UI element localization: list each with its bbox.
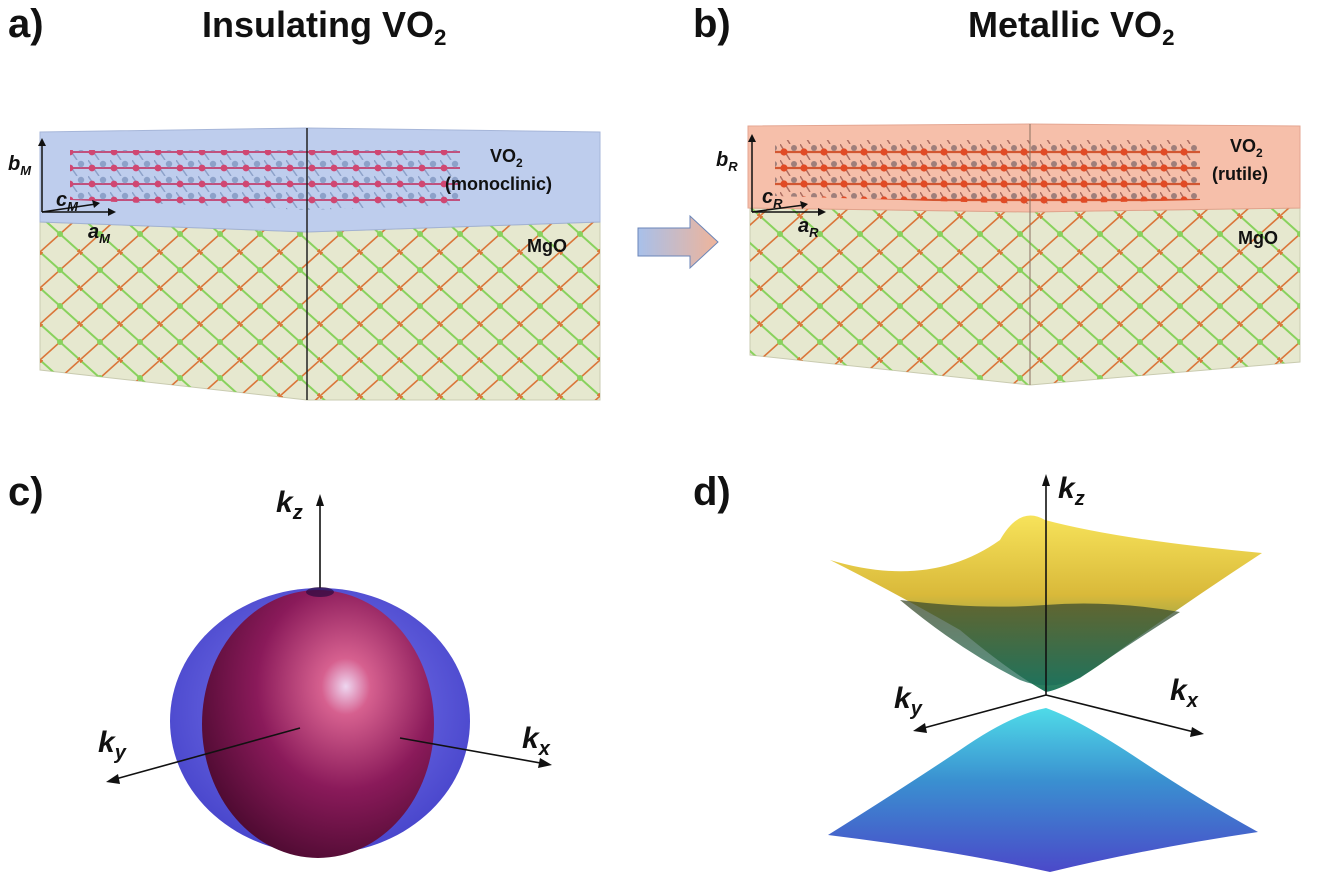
panel-b-c-label: cR (762, 186, 783, 211)
panel-c-letter: c) (8, 470, 44, 514)
panel-b-title-subscript: 2 (1162, 25, 1175, 51)
panel-b-mgo-lattice (750, 208, 1300, 385)
panel-c-sphere-top-dimple (306, 587, 334, 597)
panel-b-b-axis-head (748, 134, 756, 142)
panel-a-crystal: bM cM aM VO2 (monoclinic) MgO (8, 127, 601, 401)
panel-b-letter: b) (693, 2, 731, 46)
panel-a-title-text: Insulating VO (202, 4, 435, 45)
panel-c-fermi-surface: kz kx ky (98, 486, 552, 858)
panel-b-crystal: bR cR aR VO2 (rutile) MgO (716, 123, 1301, 386)
panel-b-phase-label: (rutile) (1212, 164, 1268, 184)
panel-d-upper-cone-shadow (900, 600, 1180, 686)
panel-c-inner-sphere (202, 590, 434, 858)
panel-b-c-axis-head (800, 201, 808, 209)
panel-d-kx-axis-head (1190, 727, 1204, 737)
panel-a-c-axis-head (92, 200, 100, 208)
panel-a-c-label: cM (56, 189, 79, 214)
panel-b-a-label: aR (798, 215, 819, 240)
panel-d-ky-axis-head (913, 723, 927, 733)
panel-d-kx-label: kx (1170, 674, 1199, 712)
panel-c-kz-label: kz (276, 486, 303, 524)
panel-d-ky-axis (919, 694, 1047, 730)
panel-c-kz-axis-head (316, 494, 324, 506)
panel-b-b-label: bR (716, 149, 738, 174)
panel-b-substrate-label: MgO (1238, 228, 1278, 248)
panel-a-substrate-label: MgO (527, 236, 567, 256)
panel-a-c-axis (41, 203, 97, 213)
panel-a-b-label: bM (8, 153, 32, 178)
panel-c-kx-axis (399, 737, 547, 765)
panel-d-ky-label: ky (894, 682, 923, 720)
panel-d-letter: d) (693, 470, 731, 514)
panel-d-kz-label: kz (1058, 472, 1085, 510)
panel-a-phase-label: (monoclinic) (445, 174, 552, 194)
panel-a-a-label: aM (88, 221, 111, 246)
panel-d-dirac-cones: kz kx ky (828, 472, 1262, 872)
panel-d-lower-cone (828, 708, 1258, 872)
panel-b-a-axis-head (818, 208, 826, 216)
panel-c-kx-axis-head (538, 758, 552, 768)
panel-a-title: Insulating VO2 (202, 4, 446, 51)
panel-c-ky-axis-head (106, 774, 120, 784)
panel-b-title: Metallic VO2 (968, 4, 1174, 51)
panel-c-kx-label: kx (522, 722, 551, 760)
panel-a-title-subscript: 2 (434, 25, 447, 51)
panel-a-a-axis-head (108, 208, 116, 216)
panel-b-vo2-atoms (775, 140, 1200, 204)
panel-c-ky-axis (111, 727, 301, 781)
panel-a-b-axis-head (38, 138, 46, 146)
transition-arrow (637, 214, 719, 270)
panel-a-vo2-atoms (70, 150, 460, 210)
panel-d-kz-axis-head (1042, 474, 1050, 486)
panel-d-kx-axis (1045, 694, 1199, 734)
panel-a-layer-label: VO2 (490, 146, 523, 170)
panel-a-mgo-lattice (40, 222, 600, 400)
panel-b-c-axis (751, 204, 805, 213)
panel-a-letter: a) (8, 2, 44, 46)
panel-b-layer-label: VO2 (1230, 136, 1263, 160)
panel-b-title-text: Metallic VO (968, 4, 1163, 45)
panel-c-ky-label: ky (98, 726, 127, 764)
